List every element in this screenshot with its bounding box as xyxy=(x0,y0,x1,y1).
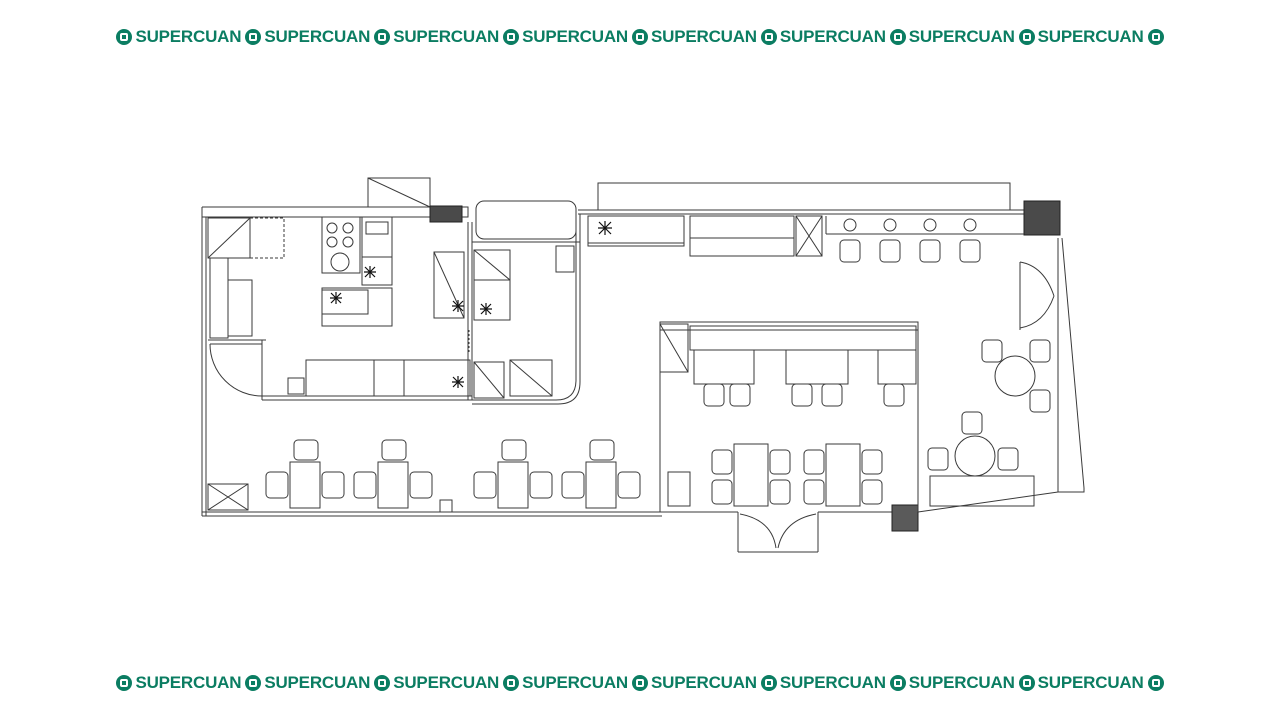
central-booths xyxy=(659,321,919,512)
brand-wordmark: SUPERCUAN xyxy=(264,27,371,46)
column xyxy=(429,205,463,223)
supercuan-coin-icon xyxy=(1018,675,1035,691)
supercuan-coin-icon xyxy=(1147,675,1164,691)
extractor-icon xyxy=(330,221,612,388)
brand-unit: SUPERCUAN xyxy=(760,27,886,47)
supercuan-coin-icon xyxy=(760,675,777,691)
supercuan-coin-icon xyxy=(760,29,777,45)
supercuan-coin-icon xyxy=(245,29,262,45)
brand-strip-top: SUPERCUAN SUPERCUAN SUPERCUAN SUPERCUAN SUPE… xyxy=(0,26,1280,48)
side-door xyxy=(1019,261,1055,330)
supercuan-coin-icon xyxy=(889,675,906,691)
brand-unit: SUPERCUAN xyxy=(116,673,242,693)
brand-unit: SUPERCUAN xyxy=(245,673,370,693)
brand-wordmark: SUPERCUAN xyxy=(651,673,757,692)
supercuan-coin-icon xyxy=(503,675,520,691)
service-room xyxy=(207,217,285,400)
brand-wordmark: SUPERCUAN xyxy=(522,27,628,46)
brand-unit: SUPERCUAN xyxy=(116,27,242,47)
brand-wordmark: SUPERCUAN xyxy=(908,673,1015,692)
brand-strip-bottom: SUPERCUAN SUPERCUAN SUPERCUAN SUPERCUAN SUPE… xyxy=(0,672,1280,694)
brand-unit: SUPERCUAN xyxy=(889,27,1015,47)
brand-unit: SUPERCUAN xyxy=(374,673,499,693)
brand-wordmark: SUPERCUAN xyxy=(264,673,371,692)
brand-wordmark: SUPERCUAN xyxy=(393,27,500,46)
brand-wordmark: SUPERCUAN xyxy=(135,27,242,46)
supercuan-coin-icon xyxy=(632,29,648,45)
brand-unit: SUPERCUAN xyxy=(632,673,757,693)
brand-unit: SUPERCUAN xyxy=(889,673,1015,693)
brand-unit: SUPERCUAN xyxy=(503,27,628,47)
supercuan-coin-icon xyxy=(245,675,262,691)
supercuan-coin-icon xyxy=(1147,29,1164,45)
supercuan-coin-icon xyxy=(116,675,133,691)
column xyxy=(891,504,919,532)
brand-unit: SUPERCUAN xyxy=(245,27,370,47)
brand-wordmark: SUPERCUAN xyxy=(1037,673,1144,692)
supercuan-coin-icon xyxy=(503,29,520,45)
supercuan-coin-icon xyxy=(632,675,648,691)
outer-walls xyxy=(201,177,1085,517)
supercuan-coin-icon xyxy=(374,29,391,45)
brand-unit: SUPERCUAN xyxy=(1018,673,1144,693)
supercuan-coin-icon xyxy=(374,675,391,691)
dining-tables-bottom xyxy=(207,439,641,513)
brand-wordmark: SUPERCUAN xyxy=(135,673,242,692)
supercuan-coin-icon xyxy=(116,29,133,45)
column xyxy=(1023,200,1061,236)
brand-wordmark: SUPERCUAN xyxy=(779,27,886,46)
brand-unit: SUPERCUAN xyxy=(503,673,628,693)
brand-unit: SUPERCUAN xyxy=(374,27,499,47)
bar-stools-top xyxy=(839,218,981,263)
display-counters xyxy=(587,215,1024,257)
supercuan-coin-icon xyxy=(1018,29,1035,45)
brand-wordmark: SUPERCUAN xyxy=(908,27,1015,46)
brand-unit: SUPERCUAN xyxy=(760,673,886,693)
supercuan-coin-icon xyxy=(889,29,906,45)
round-tables xyxy=(927,339,1051,507)
brand-wordmark: SUPERCUAN xyxy=(651,27,757,46)
brand-wordmark: SUPERCUAN xyxy=(522,673,628,692)
front-door xyxy=(737,512,819,553)
dining-tables-center xyxy=(711,443,883,507)
brand-wordmark: SUPERCUAN xyxy=(779,673,886,692)
kitchen xyxy=(262,200,581,405)
brand-wordmark: SUPERCUAN xyxy=(393,673,500,692)
brand-unit: SUPERCUAN xyxy=(632,27,757,47)
brand-unit: SUPERCUAN xyxy=(1018,27,1144,47)
brand-wordmark: SUPERCUAN xyxy=(1037,27,1144,46)
